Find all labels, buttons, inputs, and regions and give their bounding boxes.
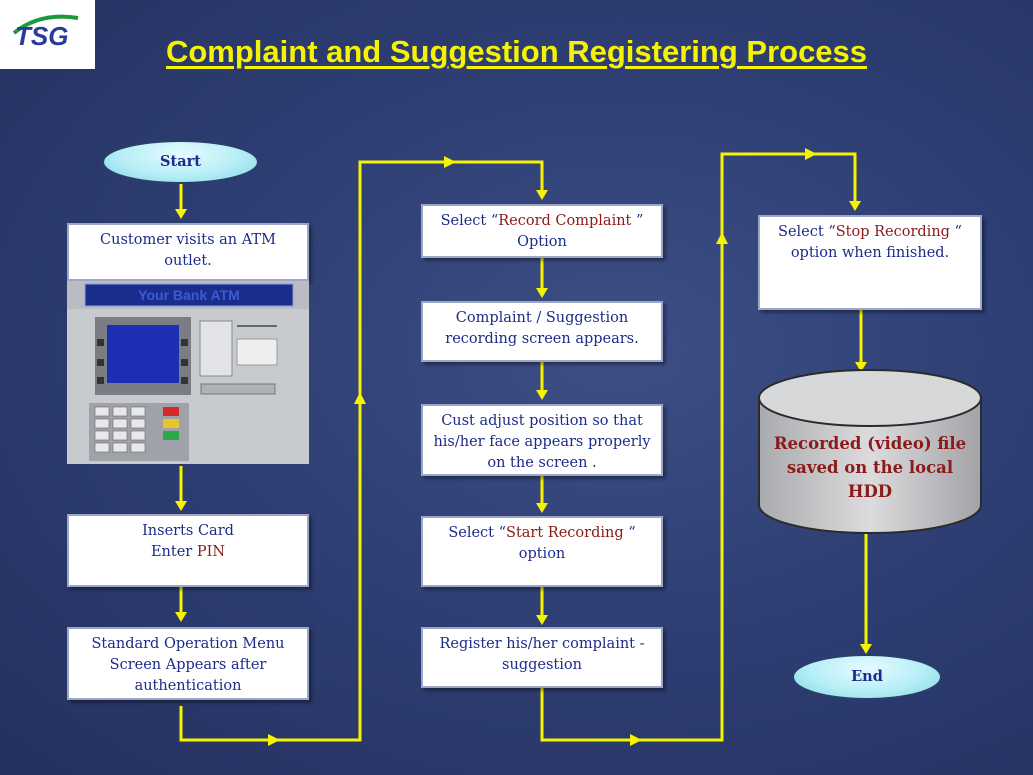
adjust-position-text: Cust adjust position so that his/her fac…: [433, 413, 651, 471]
arrowhead: [175, 501, 187, 511]
inserts-card-line1: Inserts Card: [142, 523, 234, 539]
logo-text: TSG: [15, 21, 68, 51]
end-terminator: End: [792, 654, 942, 700]
adjust-position-box: Cust adjust position so that his/her fac…: [421, 404, 663, 476]
standard-menu-text: Standard Operation Menu Screen Appears a…: [91, 636, 285, 694]
arrowhead: [354, 392, 366, 404]
arrowhead: [444, 156, 456, 168]
register-complaint-box: Register his/her complaint - suggestion: [421, 627, 663, 688]
select-start-recording-box: Select “Start Recording “ option: [421, 516, 663, 587]
register-complaint-text: Register his/her complaint - suggestion: [439, 636, 645, 673]
arrowhead: [536, 390, 548, 400]
customer-visits-text: Customer visits an ATM outlet.: [100, 232, 276, 269]
arrowhead: [536, 190, 548, 200]
recording-screen-box: Complaint / Suggestion recording screen …: [421, 301, 663, 362]
arrowhead: [805, 148, 817, 160]
arrowhead: [536, 615, 548, 625]
select-stop-recording-box: Select “Stop Recording “ option when fin…: [758, 215, 982, 310]
arrowhead: [860, 644, 872, 654]
pin-highlight: PIN: [196, 544, 226, 560]
standard-menu-box: Standard Operation Menu Screen Appears a…: [67, 627, 309, 700]
arrowhead: [268, 734, 280, 746]
start-terminator: Start: [102, 140, 259, 184]
arrowhead: [175, 209, 187, 219]
customer-visits-box: Customer visits an ATM outlet.: [67, 223, 309, 281]
arrowhead: [536, 288, 548, 298]
select-record-complaint-box: Select “Record Complaint ” Option: [421, 204, 663, 258]
start-recording-highlight: Start Recording: [506, 525, 629, 541]
page-title: Complaint and Suggestion Registering Pro…: [165, 34, 868, 69]
arrowhead: [175, 612, 187, 622]
arrowhead: [855, 362, 867, 372]
storage-label: Recorded (video) file saved on the local…: [773, 434, 967, 501]
enter-pin-line: Enter PIN: [150, 544, 226, 560]
end-label: End: [851, 668, 883, 685]
arrowhead: [849, 201, 861, 211]
atm-illustration: Your Bank ATM: [67, 281, 309, 464]
arrowhead: [630, 734, 642, 746]
recording-screen-text: Complaint / Suggestion recording screen …: [445, 310, 639, 347]
atm-banner-text: Your Bank ATM: [138, 287, 240, 303]
arrowhead: [536, 503, 548, 513]
record-complaint-highlight: Record Complaint: [498, 213, 636, 229]
tsg-logo: TSG: [0, 0, 95, 69]
arrowhead: [716, 232, 728, 244]
stop-recording-highlight: Stop Recording: [835, 224, 955, 240]
start-label: Start: [160, 153, 201, 170]
inserts-card-box: Inserts Card Enter PIN: [67, 514, 309, 587]
